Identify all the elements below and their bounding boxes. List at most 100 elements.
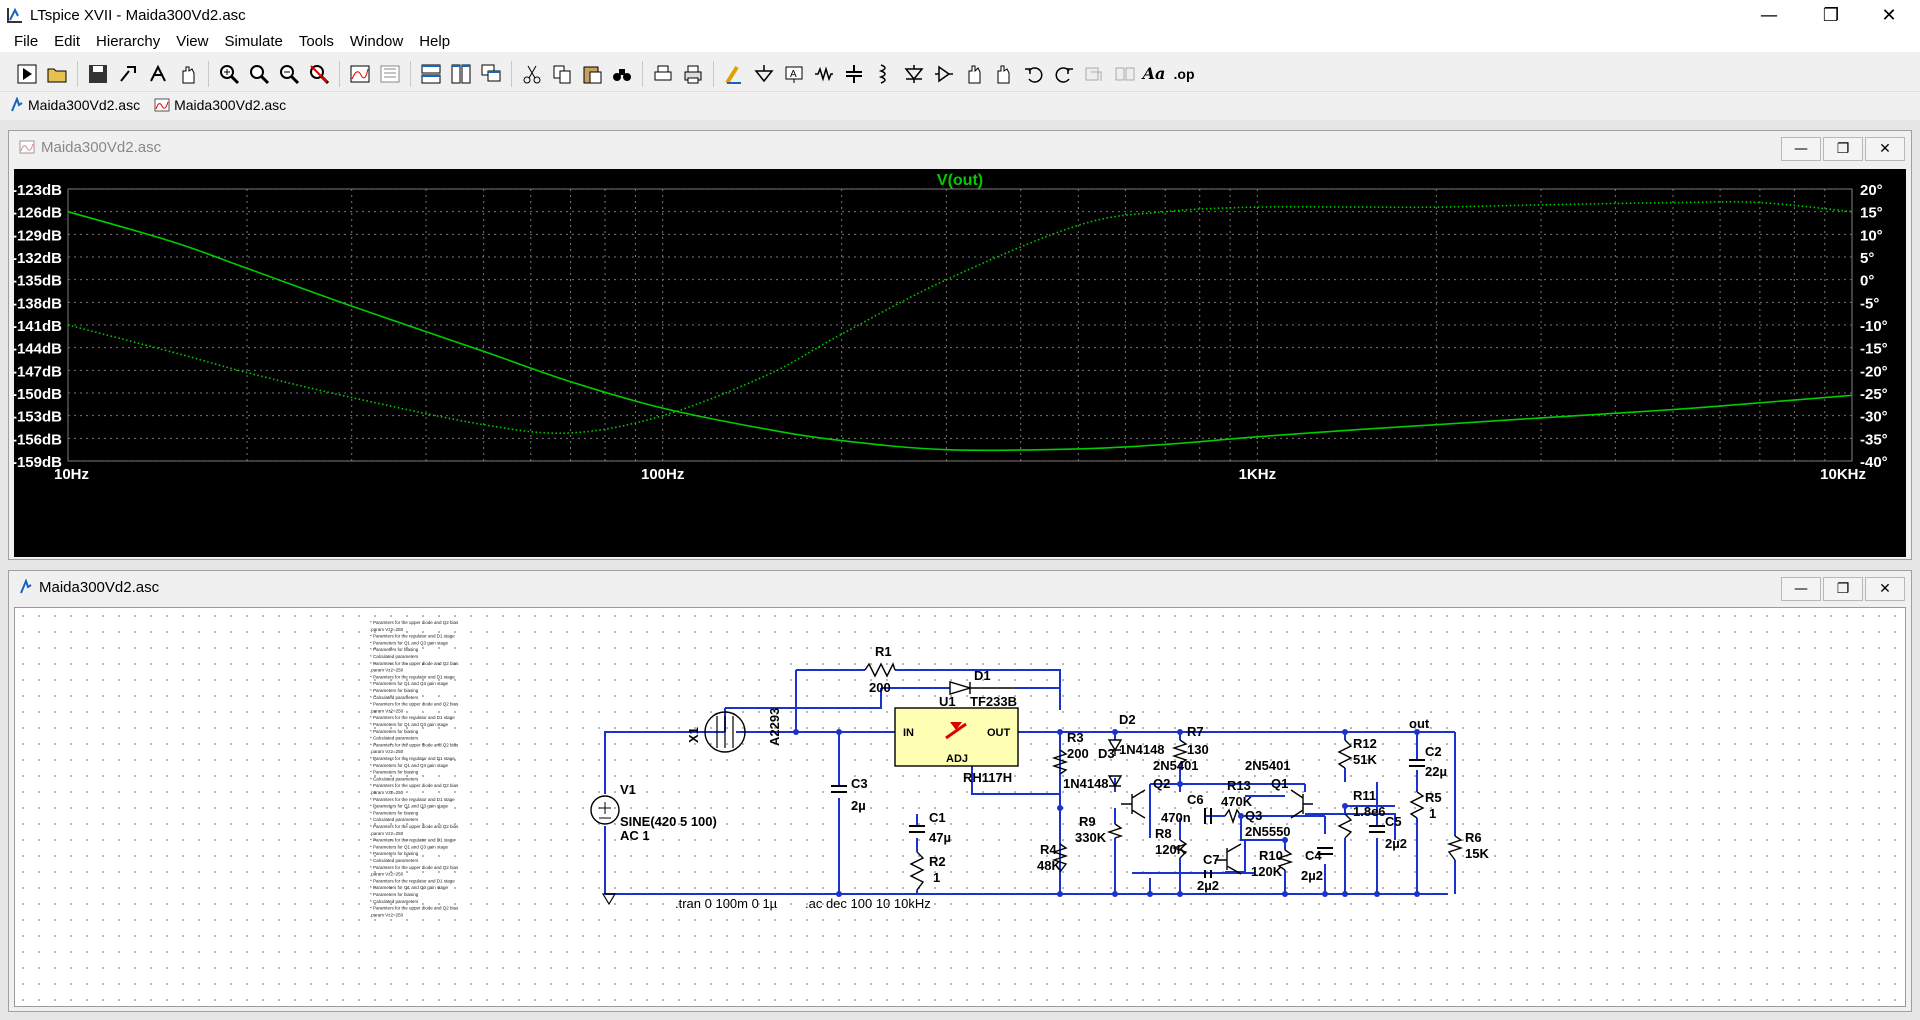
V1-source[interactable] (590, 795, 620, 825)
bode-plot[interactable]: -123dB-126dB-129dB-132dB-135dB-138dB-141… (12, 169, 1906, 557)
run-icon[interactable] (12, 59, 42, 89)
R13-value[interactable]: 470K (1221, 794, 1253, 809)
control-panel-icon[interactable] (113, 59, 143, 89)
schematic-minimize-button[interactable]: — (1781, 577, 1821, 601)
R9-label[interactable]: R9 (1079, 814, 1096, 829)
plot-pane[interactable]: -123dB-126dB-129dB-132dB-135dB-138dB-141… (12, 169, 1906, 557)
R10-label[interactable]: R10 (1259, 848, 1283, 863)
trace-label[interactable]: V(out) (937, 172, 983, 189)
D2-label[interactable]: D2 (1119, 712, 1136, 727)
waveform-window[interactable]: Maida300Vd2.asc — ❐ ✕ -123dB-126dB-129dB… (8, 130, 1912, 560)
R5-value[interactable]: 1 (1429, 806, 1436, 821)
U1-label[interactable]: U1 (939, 694, 956, 709)
schematic-canvas[interactable]: * Paramters for the upper diode and Q2 b… (14, 607, 1906, 1007)
halt-icon[interactable] (143, 59, 173, 89)
C4-label[interactable]: C4 (1305, 848, 1322, 863)
cascade-icon[interactable] (476, 59, 506, 89)
C5-value[interactable]: 2µ2 (1385, 836, 1407, 851)
R12-value[interactable]: 51K (1353, 752, 1377, 767)
spice-directive-icon[interactable]: .op (1173, 65, 1195, 82)
Q1-value[interactable]: 2N5401 (1245, 758, 1291, 773)
R8-label[interactable]: R8 (1155, 826, 1172, 841)
C2-value[interactable]: 22µ (1425, 764, 1447, 779)
C6-value[interactable]: 470n (1161, 810, 1191, 825)
waveform-minimize-button[interactable]: — (1781, 137, 1821, 161)
R9-value[interactable]: 330K (1075, 830, 1107, 845)
R1-value[interactable]: 200 (869, 680, 891, 695)
Q2-value[interactable]: 2N5401 (1153, 758, 1199, 773)
D1-value[interactable]: TF233B (970, 694, 1017, 709)
U1-value[interactable]: RH117H (963, 770, 1012, 785)
D3-value[interactable]: 1N4148 (1063, 776, 1109, 791)
D3-label[interactable]: D3 (1098, 746, 1115, 761)
move-icon[interactable] (959, 59, 989, 89)
R5-label[interactable]: R5 (1425, 790, 1442, 805)
tile-horizontal-icon[interactable] (446, 59, 476, 89)
menu-hierarchy[interactable]: Hierarchy (96, 32, 161, 50)
zoom-cancel-icon[interactable] (304, 59, 334, 89)
doc-tab-waveform[interactable]: Maida300Vd2.asc (154, 97, 286, 113)
autorange-icon[interactable] (345, 59, 375, 89)
X1-tube[interactable] (704, 711, 746, 753)
R4-label[interactable]: R4 (1040, 842, 1057, 857)
R7-label[interactable]: R7 (1187, 724, 1204, 739)
R6-value[interactable]: 15K (1465, 846, 1489, 861)
C3-label[interactable]: C3 (851, 776, 868, 791)
R11-label[interactable]: R11 (1353, 788, 1376, 803)
R3-value[interactable]: 200 (1067, 746, 1089, 761)
open-icon[interactable] (42, 59, 72, 89)
V1-ac[interactable]: AC 1 (620, 828, 650, 843)
magnitude-trace[interactable] (67, 210, 1853, 452)
R2-value[interactable]: 1 (933, 870, 940, 885)
V1-value[interactable]: SINE(420 5 100) (620, 814, 717, 829)
pick-visible-traces-icon[interactable] (375, 59, 405, 89)
menu-tools[interactable]: Tools (298, 32, 334, 50)
R12-label[interactable]: R12 (1353, 736, 1377, 751)
menu-window[interactable]: Window (349, 32, 404, 50)
maximize-button[interactable]: ❐ (1822, 4, 1840, 26)
draw-wire-icon[interactable] (719, 59, 749, 89)
C1-label[interactable]: C1 (929, 810, 946, 825)
C7-label[interactable]: C7 (1203, 852, 1220, 867)
close-button[interactable]: ✕ (1881, 4, 1897, 26)
V1-label[interactable]: V1 (620, 782, 636, 797)
print-icon[interactable] (678, 59, 708, 89)
D1-label[interactable]: D1 (974, 668, 991, 683)
R3-label[interactable]: R3 (1067, 730, 1084, 745)
R2-label[interactable]: R2 (929, 854, 946, 869)
undo-icon[interactable] (1019, 59, 1049, 89)
C5-label[interactable]: C5 (1385, 814, 1402, 829)
net-label-icon[interactable]: A (779, 59, 809, 89)
zoom-full-icon[interactable] (244, 59, 274, 89)
paste-icon[interactable] (577, 59, 607, 89)
schematic-drawing[interactable]: * Paramters for the upper diode and Q2 b… (15, 608, 1905, 1006)
menu-file[interactable]: File (14, 32, 39, 50)
C7-value[interactable]: 2µ2 (1197, 878, 1219, 893)
Q3-value[interactable]: 2N5550 (1245, 824, 1291, 839)
mirror-icon[interactable] (1109, 59, 1139, 89)
zoom-out-icon[interactable] (274, 59, 304, 89)
save-icon[interactable] (83, 59, 113, 89)
rotate-icon[interactable] (1079, 59, 1109, 89)
minimize-button[interactable]: — (1760, 4, 1778, 26)
capacitor-icon[interactable] (839, 59, 869, 89)
R10-value[interactable]: 120K (1251, 864, 1283, 879)
resistor-icon[interactable] (809, 59, 839, 89)
waveform-close-button[interactable]: ✕ (1865, 137, 1905, 161)
R4-value[interactable]: 48K (1037, 858, 1061, 873)
menu-help[interactable]: Help (419, 32, 451, 50)
C1-value[interactable]: 47µ (929, 830, 951, 845)
R8-value[interactable]: 120K (1155, 842, 1187, 857)
schematic-close-button[interactable]: ✕ (1865, 577, 1905, 601)
zoom-in-icon[interactable] (214, 59, 244, 89)
X1-label[interactable]: X1 (686, 727, 701, 743)
copy-icon[interactable] (547, 59, 577, 89)
schematic-restore-button[interactable]: ❐ (1823, 577, 1863, 601)
R11-value[interactable]: 1.8e6 (1353, 804, 1386, 819)
text-icon[interactable]: Aa (1142, 64, 1166, 83)
diode-icon[interactable] (899, 59, 929, 89)
C6-label[interactable]: C6 (1187, 792, 1204, 807)
menu-simulate[interactable]: Simulate (224, 32, 283, 50)
Q2-label[interactable]: Q2 (1153, 776, 1170, 791)
spice-comment-block[interactable]: * Paramters for the upper diode and Q2 b… (370, 620, 459, 917)
